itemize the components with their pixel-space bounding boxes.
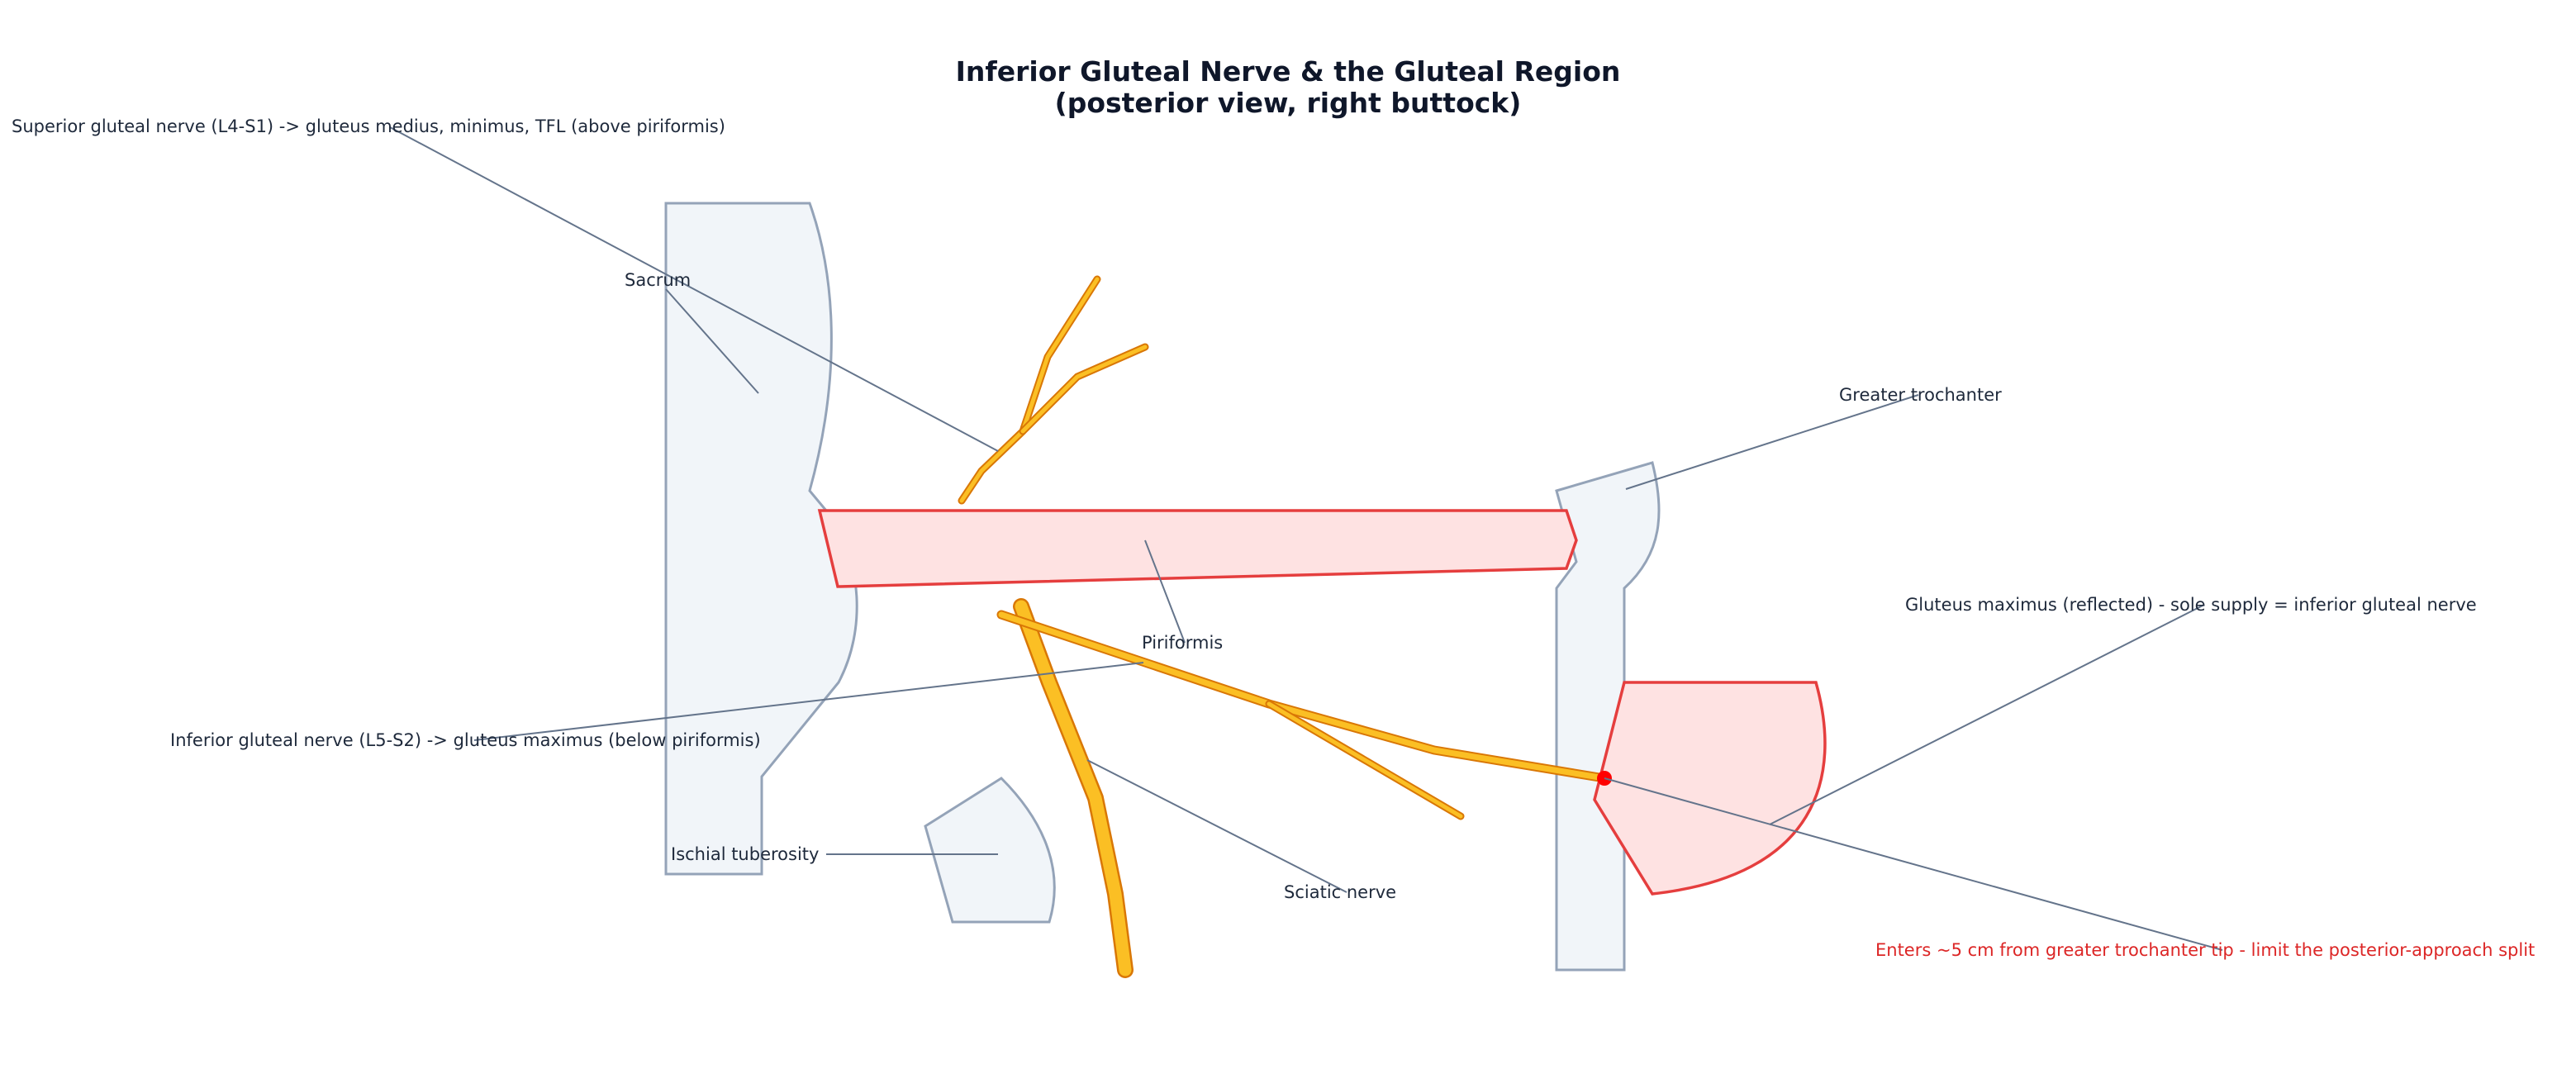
leader-inferior-gluteal-nerve xyxy=(473,662,1144,741)
diagram-title-line1: Inferior Gluteal Nerve & the Gluteal Reg… xyxy=(956,55,1621,88)
piriformis-shape xyxy=(817,509,1578,588)
leader-entry-note xyxy=(1604,777,2223,951)
leader-greater-trochanter xyxy=(1625,394,1919,490)
label-inferior-gluteal-nerve: Inferior gluteal nerve (L5-S2) -> gluteu… xyxy=(170,730,761,750)
leader-sciatic-nerve xyxy=(1086,759,1347,893)
label-piriformis: Piriformis xyxy=(1142,633,1223,653)
leader-sacrum xyxy=(665,288,759,394)
label-ischial-tuberosity: Ischial tuberosity xyxy=(671,844,819,864)
ischial-tuberosity-shape xyxy=(924,777,1056,924)
diagram-title-line2: (posterior view, right buttock) xyxy=(1055,87,1522,119)
leader-superior-gluteal-nerve xyxy=(389,126,999,452)
label-sciatic-nerve: Sciatic nerve xyxy=(1284,882,1396,902)
leader-piriformis xyxy=(1144,539,1186,644)
leader-gluteus-maximus xyxy=(1769,604,2205,825)
label-sacrum: Sacrum xyxy=(625,270,691,290)
label-superior-gluteal-nerve: Superior gluteal nerve (L4-S1) -> gluteu… xyxy=(12,116,725,136)
inferior-gluteal-nerve xyxy=(996,610,1609,820)
gluteus-maximus-shape xyxy=(1593,681,1827,896)
superior-gluteal-nerve xyxy=(958,275,1149,505)
sciatic-nerve xyxy=(1013,598,1134,978)
label-gluteus-maximus: Gluteus maximus (reflected) - sole suppl… xyxy=(1905,595,2477,615)
label-entry-note: Enters ~5 cm from greater trochanter tip… xyxy=(1875,940,2535,960)
sacrum-shape xyxy=(664,202,858,876)
label-greater-trochanter: Greater trochanter xyxy=(1839,385,2002,405)
